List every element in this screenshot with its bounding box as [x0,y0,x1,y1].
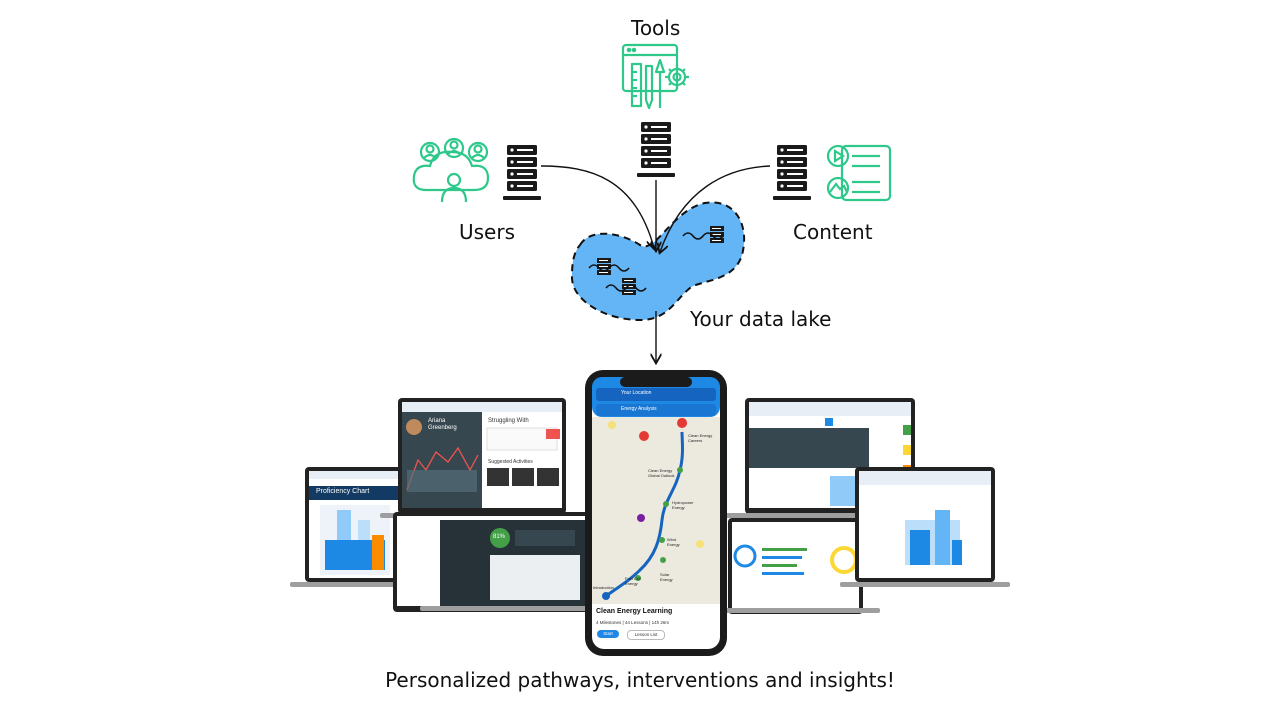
flow-arrows [540,165,771,362]
map-node-label: Clean Energy Global Outlook [648,468,675,478]
diagram-caption: Personalized pathways, interventions and… [385,668,895,692]
map-node-label: Fuel Cell Energy [625,576,641,586]
map-node-label: Solar Energy [660,572,673,582]
users-server-icon [503,145,541,200]
percent-badge: 81% [493,534,506,540]
content-label: Content [793,220,873,244]
map-node-label: Wind Energy [667,537,680,547]
suggested-activities-heading: Suggested Activities [488,459,533,465]
map-node-label: Clean Energy Careers [688,433,713,443]
proficiency-chart-title: Proficiency Chart [316,488,370,495]
laptop-student-dashboard [380,398,585,518]
map-node-label: Hydropower Energy [672,500,694,510]
course-meta: 4 Milestones | 44 Lessons | 14h 26m [596,620,670,625]
data-lake-icon [570,201,746,322]
users-group-icon [412,137,490,203]
tools-label: Tools [631,16,681,40]
phone-search-bar[interactable]: Your Location [621,390,652,396]
phone-subject-bar[interactable]: Energy Analysis [621,406,657,412]
content-server-icon [773,145,811,200]
student-name: Ariana Greenberg [428,418,457,431]
phone-mockup [585,370,727,656]
tools-icon [621,43,689,110]
laptop-course-report [710,518,880,614]
content-media-icon [826,144,892,202]
struggling-with-heading: Struggling With [488,418,529,424]
course-title: Clean Energy Learning [596,608,673,615]
tools-server-icon [637,122,675,177]
data-lake-label: Your data lake [690,307,832,331]
laptop-class-grid [393,512,605,612]
laptop-heatmap [840,467,1010,587]
map-node-label: Introduction [593,585,614,590]
start-button[interactable]: Start [597,630,619,638]
lesson-list-button[interactable]: Lesson List [627,630,665,640]
users-label: Users [459,220,516,244]
